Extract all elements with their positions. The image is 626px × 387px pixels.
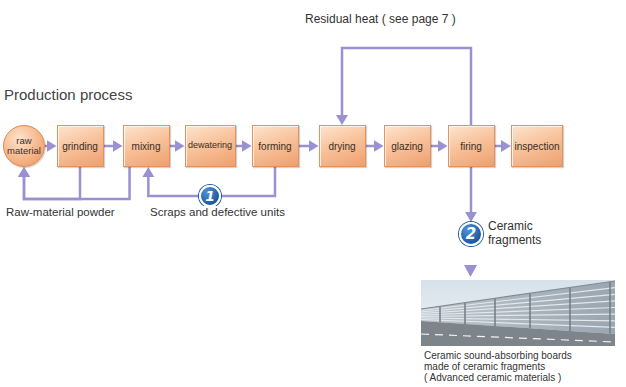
callout-label: Ceramic fragments — [488, 219, 562, 248]
process-label: firing — [460, 141, 482, 152]
flow-arrow — [24, 167, 80, 199]
callout-circle: 2Ceramic fragments — [459, 222, 483, 246]
process-box: firing — [448, 125, 495, 167]
process-label: forming — [258, 141, 291, 152]
callout-number: 1 — [205, 189, 215, 203]
flow-arrow — [470, 167, 473, 216]
callout-circle: 1 — [199, 185, 221, 207]
road-marking — [421, 334, 615, 342]
flow-arrow — [170, 145, 179, 148]
flow-arrow — [342, 48, 471, 125]
process-label: raw material — [7, 136, 41, 156]
flow-arrow — [104, 145, 117, 148]
edge-label: Residual heat ( see page 7 ) — [303, 12, 458, 26]
road — [421, 321, 615, 346]
process-box: drying — [319, 125, 366, 167]
caption-text: ( Advanced ceramic materials ) — [424, 372, 614, 383]
flow-arrow — [495, 145, 506, 148]
edge-label: Scraps and defective units — [148, 206, 287, 218]
barrier-panels — [421, 288, 615, 328]
flow-arrow — [24, 167, 130, 199]
barrier-top-edge — [421, 281, 615, 309]
process-box: mixing — [123, 125, 170, 167]
flow-arrow — [45, 145, 51, 148]
process-label: glazing — [391, 141, 423, 152]
process-box: grinding — [57, 125, 104, 167]
edge-label: Raw-material powder — [4, 206, 117, 218]
process-label: drying — [328, 141, 355, 152]
process-label: inspection — [514, 141, 559, 152]
caption-text: Ceramic sound-absorbing boards made of c… — [424, 350, 592, 372]
flow-arrow — [299, 145, 313, 148]
process-box: inspection — [511, 125, 563, 167]
raw-material-circle: raw material — [3, 125, 45, 167]
photo-sky — [421, 280, 615, 346]
flow-arrow — [221, 167, 275, 196]
flow-arrow — [148, 173, 199, 196]
process-label: dewatering — [188, 141, 232, 151]
process-box: dewatering — [185, 125, 236, 167]
process-box: glazing — [384, 125, 431, 167]
process-label: mixing — [132, 141, 161, 152]
process-label: grinding — [62, 141, 98, 152]
arrow-head — [464, 265, 477, 277]
flow-arrow — [236, 145, 246, 148]
diagram-title: Production process — [4, 86, 132, 103]
flow-arrow — [431, 145, 442, 148]
process-box: forming — [252, 125, 299, 167]
flow-arrow — [366, 145, 378, 148]
callout-number: 2 — [466, 227, 476, 242]
